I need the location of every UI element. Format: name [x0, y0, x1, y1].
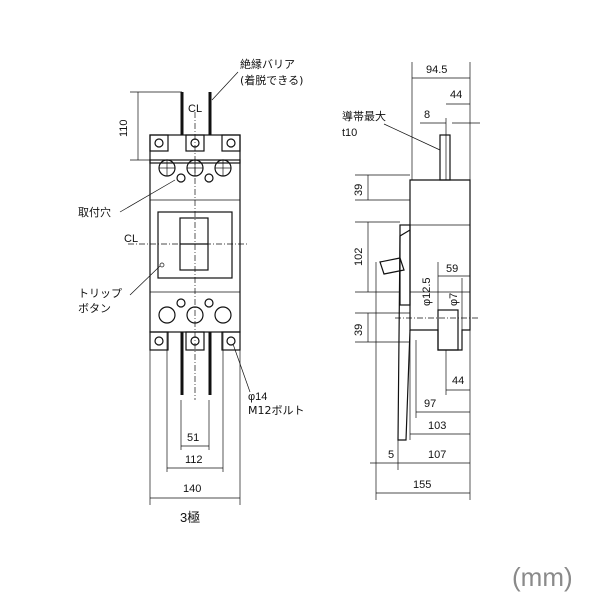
trip-button-label-2: ボタン: [78, 302, 111, 315]
cl-left-label: CL: [124, 233, 138, 245]
bolt-label-2: M12ボルト: [248, 404, 305, 417]
dim-59: 59: [446, 263, 458, 275]
side-view: 94.5 44 8 導帯最大 t10 39 102 39 φ12.5 φ7 59…: [342, 62, 480, 500]
dim-44-top: 44: [450, 89, 462, 101]
conductor-top: [439, 134, 451, 181]
dim-94-5: 94.5: [426, 64, 447, 76]
dim-8: 8: [424, 109, 430, 121]
t10-label: t10: [342, 127, 357, 139]
barrier-label-1: 絶縁バリア: [240, 57, 295, 71]
dim-155: 155: [413, 479, 431, 491]
dim-112: 112: [185, 454, 203, 466]
side-body-outline: [409, 179, 471, 351]
dim-97: 97: [424, 398, 436, 410]
dim-39-top: 39: [353, 184, 365, 196]
cl-top-label: CL: [188, 103, 202, 115]
dim-107: 107: [428, 449, 446, 461]
dim-110: 110: [118, 119, 130, 137]
dim-102: 102: [353, 248, 365, 266]
mount-hole-label: 取付穴: [78, 205, 111, 219]
insulation-barriers: [180, 92, 212, 395]
bolt-label-1: φ14: [248, 391, 267, 403]
dim-39-bottom: 39: [353, 324, 365, 336]
dim-44-low: 44: [452, 375, 464, 387]
poles-label: 3極: [180, 510, 200, 525]
dim-phi-12-5: φ12.5: [421, 277, 433, 306]
barrier-label-2: (着脱できる): [240, 73, 303, 87]
front-view: CL CL 110 絶縁バリア (着脱できる) 取付穴 トリップ ボタン φ14…: [78, 57, 305, 525]
dim-5: 5: [388, 449, 394, 461]
dim-103: 103: [428, 420, 446, 432]
unit-label: (mm): [512, 562, 573, 592]
trip-button-label-1: トリップ: [78, 287, 122, 300]
dim-phi-7: φ7: [448, 293, 460, 306]
trip-button: [159, 262, 165, 268]
dim-140: 140: [183, 483, 201, 495]
conductor-bottom: [437, 309, 459, 351]
conductor-max-label: 導帯最大: [342, 109, 386, 123]
dim-51: 51: [187, 432, 199, 444]
